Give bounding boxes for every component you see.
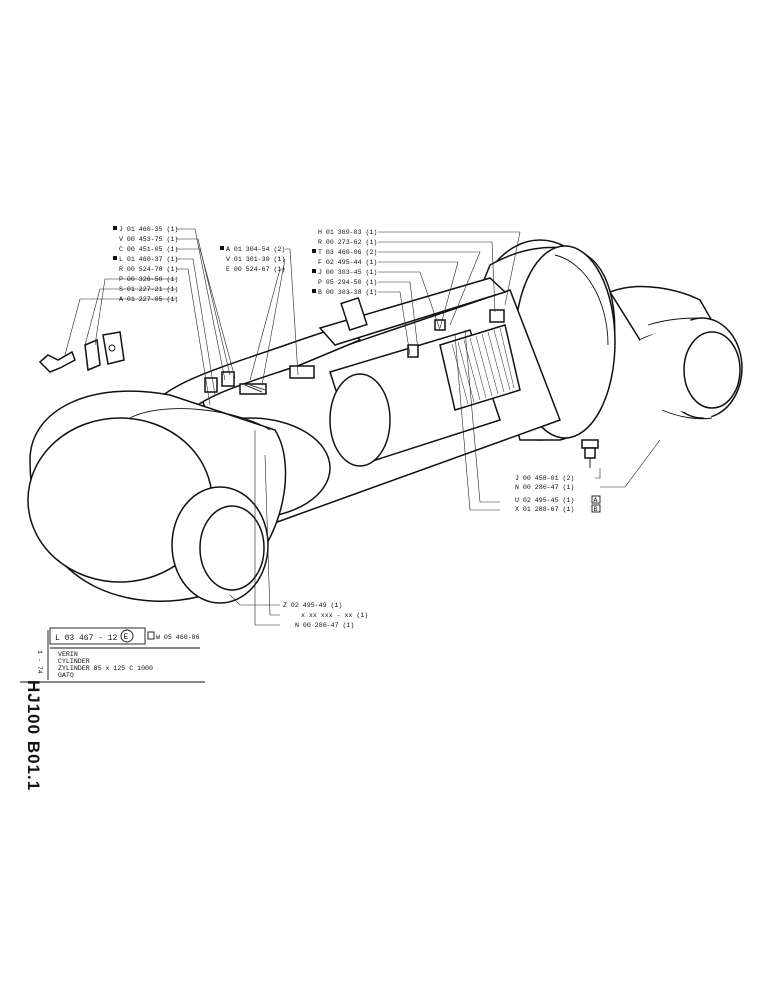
callout-left-label-2: C 00 451-05 (1): [119, 246, 178, 253]
callout-fitting-label-1: N 00 286-47 (1): [515, 484, 574, 491]
callout-center-label-2: E 00 524-67 (1): [226, 266, 285, 273]
callout-bottom-label-0: Z 02 495-49 (1): [283, 602, 342, 609]
callout-left-marker-3: [113, 256, 117, 260]
callout-right-label-2: T 03 460-06 (2): [318, 249, 377, 256]
callout-kit-label-0: U 02 495-45 (1): [515, 497, 574, 504]
title-line-3: ZYLINDER 85 x 125 C 1000: [58, 665, 153, 672]
title-block: HJ100 B01.1 1 - 74 L 03 467 - 12 E W 05 …: [20, 627, 205, 791]
reference-code: W 05 460-86: [156, 634, 200, 641]
callout-right-label-0: H 01 369-03 (1): [318, 229, 377, 236]
cylinder-drawing: [27, 239, 743, 604]
callouts-right-group: H 01 369-03 (1) R 00 273-62 (1) T 03 460-0…: [312, 229, 377, 296]
callout-left-label-0: J 01 460-35 (1): [119, 226, 178, 233]
callout-right-marker-2: [312, 249, 316, 253]
callout-left-label-3: L 01 460-37 (1): [119, 256, 178, 263]
callout-kit-label-1: X 01 288-67 (1): [515, 506, 574, 513]
rear-clevis: [608, 285, 743, 420]
title-line-1: VERIN: [58, 651, 78, 658]
callout-left-label-7: A 01 227-05 (1): [119, 296, 178, 303]
title-line-4: GATO: [58, 672, 74, 679]
callouts-kits-group: U 02 495-45 (1) A X 01 288-67 (1) B: [515, 495, 601, 513]
callout-right-marker-6: [312, 289, 316, 293]
callout-left-label-1: V 00 453-75 (1): [119, 236, 178, 243]
callout-right-marker-4: [312, 269, 316, 273]
callout-left-label-5: P 00 326-50 (1): [119, 276, 178, 283]
callout-kit-tag-0: A: [594, 497, 598, 504]
callouts-left-group: J 01 460-35 (1) V 00 453-75 (1) C 00 451-0…: [113, 226, 178, 303]
sheet-side-code: HJ100 B01.1: [24, 680, 43, 791]
part-code: L 03 467 - 12: [55, 634, 118, 643]
bolt-and-washers: [38, 331, 125, 373]
callout-left-label-6: S 01 227-21 (1): [119, 286, 178, 293]
callout-center-label-1: V 01 301-30 (1): [226, 256, 285, 263]
callout-right-label-3: F 02 495-44 (1): [318, 259, 377, 266]
callout-center-marker-0: [220, 246, 224, 250]
callout-fitting-label-0: J 00 458-01 (2): [515, 475, 574, 482]
leader-lines: [64, 228, 661, 626]
callout-bottom-label-1: x xx xxx - xx (1): [301, 612, 368, 619]
callouts-fitting-group: J 00 458-01 (2) N 00 286-47 (1): [515, 475, 574, 491]
rod-eye-front: [27, 390, 331, 604]
callout-right-label-4: J 00 303-45 (1): [318, 269, 377, 276]
grease-fitting: [581, 439, 599, 468]
callout-right-label-5: P 05 294-50 (1): [318, 279, 377, 286]
callout-right-label-6: B 00 303-38 (1): [318, 289, 377, 296]
revision-badge: E: [124, 633, 129, 642]
callout-kit-tag-1: B: [594, 506, 598, 513]
callouts-center-group: A 01 304-54 (2) V 01 301-30 (1) E 00 524-6…: [220, 246, 285, 273]
callout-center-label-0: A 01 304-54 (2): [226, 246, 285, 253]
gland-seals: [204, 309, 505, 395]
callout-left-label-4: R 00 524-78 (1): [119, 266, 178, 273]
sheet-side-small: 1 - 74: [36, 650, 43, 674]
callout-right-label-1: R 00 273-62 (1): [318, 239, 377, 246]
callout-bottom-label-2: N 00 286-47 (1): [295, 622, 354, 629]
callouts-bottom-group: Z 02 495-49 (1) x xx xxx - xx (1) N 00 286…: [283, 602, 368, 629]
title-line-2: CYLINDER: [58, 658, 90, 665]
callout-left-marker-0: [113, 226, 117, 230]
